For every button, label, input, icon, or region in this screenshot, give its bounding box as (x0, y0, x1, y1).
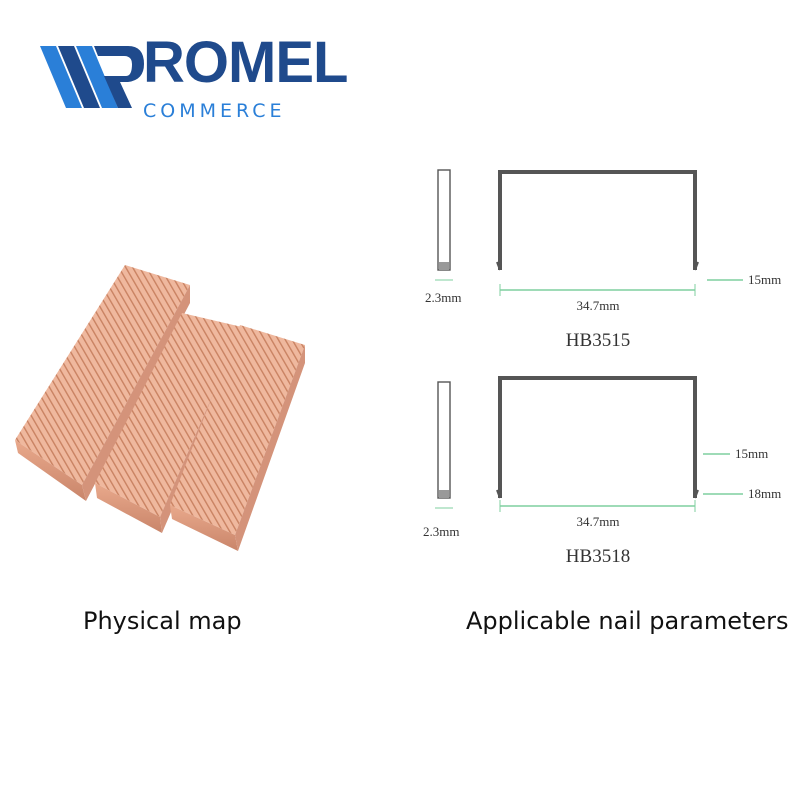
leg-label-18: 18mm (748, 486, 781, 501)
model-label: HB3515 (566, 330, 630, 351)
width-label: 2.3mm (423, 524, 459, 539)
model-label: HB3518 (566, 546, 630, 567)
length-label: 34.7mm (577, 298, 620, 313)
staple-front-view (498, 376, 697, 498)
romel-commerce-logo: ROMEL COMMERCE (36, 30, 348, 130)
staple-strip-3 (170, 325, 305, 551)
staples-photo (15, 265, 305, 551)
width-label: 2.3mm (425, 290, 461, 305)
staple-strip-1 (15, 265, 190, 501)
nail-parameter-diagrams: 2.3mm 34.7mm 15mm HB3515 2.3mm 34.7mm 15… (423, 169, 781, 567)
logo-wordmark: ROMEL (143, 30, 348, 95)
logo-subtitle: COMMERCE (143, 100, 286, 122)
length-label: 34.7mm (577, 514, 620, 529)
caption-physical-map: Physical map (83, 607, 242, 635)
leg-label-15: 15mm (748, 272, 781, 287)
caption-nail-parameters: Applicable nail parameters (466, 607, 789, 635)
diagram-hb3518: 2.3mm 34.7mm 15mm 18mm HB3518 (423, 376, 781, 567)
diagram-hb3515: 2.3mm 34.7mm 15mm HB3515 (425, 169, 781, 351)
staple-side-view (437, 169, 451, 271)
leg-label-15: 15mm (735, 446, 768, 461)
staple-front-view (498, 170, 697, 270)
logo-mark-icon (40, 46, 144, 108)
staple-side-view (437, 381, 451, 499)
